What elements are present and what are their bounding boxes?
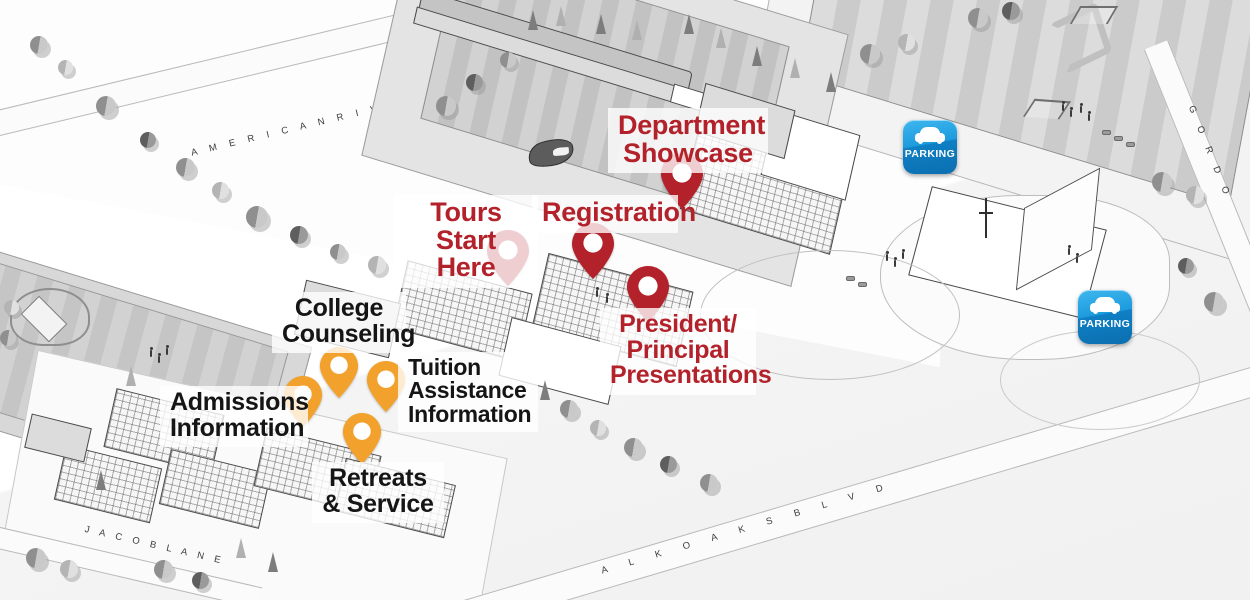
tree	[60, 560, 78, 578]
parking-label: PARKING	[1079, 318, 1131, 330]
tree	[898, 34, 915, 51]
conifer-tree	[790, 58, 800, 78]
tree	[0, 330, 16, 346]
tree	[1178, 258, 1194, 274]
tree	[176, 158, 195, 177]
tree	[700, 474, 718, 492]
conifer-tree	[826, 72, 836, 92]
pedestrian	[1067, 245, 1071, 255]
parked-car	[858, 282, 867, 287]
tree	[290, 226, 308, 244]
pedestrian	[1087, 111, 1091, 121]
pedestrian	[149, 347, 153, 357]
car-icon	[915, 127, 945, 144]
tree	[212, 182, 229, 199]
road-loop-east	[1000, 330, 1200, 430]
conifer-tree	[556, 6, 566, 26]
tree	[860, 44, 880, 64]
tree	[30, 36, 48, 54]
tree	[4, 300, 19, 315]
tree	[140, 132, 156, 148]
tree	[1204, 292, 1224, 312]
tree	[192, 572, 209, 589]
tree	[246, 206, 268, 228]
tree	[500, 52, 516, 68]
tree	[330, 244, 346, 260]
parked-car	[1102, 130, 1111, 135]
tree	[436, 96, 456, 116]
parked-car	[846, 276, 855, 281]
map-pin-registration[interactable]	[571, 222, 615, 280]
conifer-tree	[716, 28, 726, 48]
tree	[1002, 2, 1020, 20]
pedestrian	[605, 293, 609, 303]
label-tours-start-here[interactable]: Tours Start Here	[394, 195, 538, 288]
conifer-tree	[632, 20, 642, 40]
pedestrian	[901, 249, 905, 259]
tree	[58, 60, 73, 75]
tree	[154, 560, 173, 579]
label-admissions-information[interactable]: Admissions Information	[160, 386, 309, 447]
label-president-principal[interactable]: President/ Principal Presentations	[600, 308, 772, 395]
label-registration[interactable]: Registration	[532, 195, 696, 233]
tree	[660, 456, 677, 473]
pedestrian	[157, 353, 161, 363]
tree	[968, 8, 988, 28]
conifer-tree	[528, 10, 538, 30]
pedestrian	[1079, 103, 1083, 113]
tree	[26, 548, 46, 568]
tree	[96, 96, 116, 116]
conifer-tree	[126, 366, 136, 386]
parked-car	[1126, 142, 1135, 147]
label-retreats-service[interactable]: Retreats & Service	[312, 462, 444, 523]
conifer-tree	[596, 14, 606, 34]
label-department-showcase[interactable]: Department Showcase	[608, 108, 768, 174]
pedestrian	[595, 287, 599, 297]
baseball-diamond-arc	[10, 288, 90, 346]
parked-car	[1114, 136, 1123, 141]
pedestrian	[1069, 107, 1073, 117]
chapel-cross-vertical	[985, 198, 987, 238]
tree	[1152, 172, 1172, 192]
tree	[368, 256, 386, 274]
map-pin-college-counseling[interactable]	[319, 346, 359, 399]
conifer-tree	[236, 538, 246, 558]
pedestrian	[893, 257, 897, 267]
parking-label: PARKING	[904, 148, 956, 160]
pedestrian	[885, 251, 889, 261]
tree	[1186, 186, 1204, 204]
conifer-tree	[684, 14, 694, 34]
pedestrian	[165, 345, 169, 355]
parking-badge-north[interactable]: PARKING	[903, 120, 957, 174]
chapel-cross-horizontal	[979, 212, 993, 214]
tree	[624, 438, 643, 457]
label-college-counseling[interactable]: College Counseling	[272, 292, 415, 353]
conifer-tree	[96, 470, 106, 490]
tree	[590, 420, 606, 436]
tree	[560, 400, 578, 418]
map-pin-retreats-service[interactable]	[342, 412, 382, 465]
conifer-tree	[268, 552, 278, 572]
conifer-tree	[752, 46, 762, 66]
tree	[466, 74, 483, 91]
parking-badge-east[interactable]: PARKING	[1078, 290, 1132, 344]
label-tuition-assistance[interactable]: Tuition Assistance Information	[398, 352, 538, 433]
conifer-tree	[540, 380, 550, 400]
map-pin-tuition-assistance[interactable]	[366, 360, 406, 413]
pedestrian	[1061, 101, 1065, 111]
car-icon	[1090, 297, 1120, 314]
pedestrian	[1075, 253, 1079, 263]
